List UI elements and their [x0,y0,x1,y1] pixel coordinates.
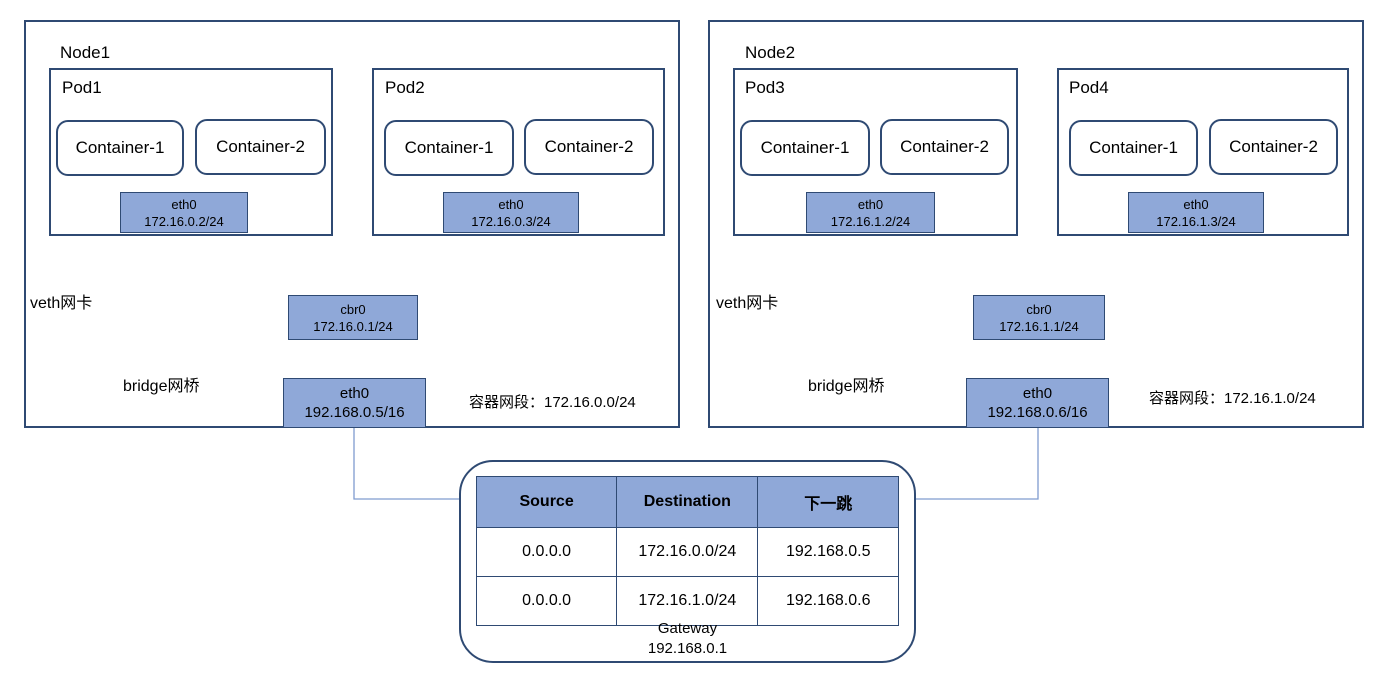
pod2-eth-ip: 172.16.0.3/24 [471,213,551,229]
header-next-hop: 下一跳 [757,476,899,528]
table-row: 0.0.0.0 172.16.1.0/24 192.168.0.6 [475,576,899,626]
table-row: 0.0.0.0 172.16.0.0/24 192.168.0.5 [475,527,899,577]
link-node1-gateway [353,427,461,500]
pod2-title: Pod2 [385,78,425,97]
header-source: Source [475,476,618,528]
pod4-title: Pod4 [1069,78,1109,97]
row2-destination: 172.16.1.0/24 [616,576,759,626]
pod2-eth-name: eth0 [498,196,524,212]
node2-bridge-ip: 172.16.1.1/24 [999,318,1079,334]
pod1-eth-name: eth0 [171,196,197,212]
row1-next-hop: 192.168.0.5 [757,527,899,577]
gateway-ip: 192.168.0.1 [647,640,728,657]
node1-bridge-label: bridge网桥 [123,378,200,395]
node1-subnet-label: 容器网段：172.16.0.0/24 [469,394,636,411]
header-destination: Destination [616,476,759,528]
row1-source: 0.0.0.0 [475,527,618,577]
pod4-container-2[interactable]: Container-2 [1209,119,1338,175]
routing-table: Source Destination 下一跳 0.0.0.0 172.16.0.… [475,476,899,626]
routing-table-header: Source Destination 下一跳 [475,476,899,528]
pod1-veth-eth0[interactable]: eth0 172.16.0.2/24 [120,192,248,233]
pod3-eth-ip: 172.16.1.2/24 [830,213,911,229]
node1-host-eth-ip: 192.168.0.5/16 [304,404,405,421]
pod2-container-1[interactable]: Container-1 [384,120,514,176]
node1-title: Node1 [60,43,111,62]
gateway-title: Gateway [657,620,718,637]
pod2-veth-eth0[interactable]: eth0 172.16.0.3/24 [443,192,579,233]
node2-title: Node2 [745,43,796,62]
node2-subnet-label: 容器网段：172.16.1.0/24 [1149,390,1316,407]
gateway-label: Gateway 192.168.0.1 [459,619,916,659]
pod3-title: Pod3 [745,78,785,97]
node2-bridge-cbr0[interactable]: cbr0 172.16.1.1/24 [973,295,1105,340]
pod4-eth-name: eth0 [1183,196,1209,212]
node1-bridge-cbr0[interactable]: cbr0 172.16.0.1/24 [288,295,418,340]
pod4-eth-ip: 172.16.1.3/24 [1156,213,1236,229]
node1-bridge-name: cbr0 [340,301,366,317]
node2-host-eth-ip: 192.168.0.6/16 [987,404,1088,421]
pod1-container-2[interactable]: Container-2 [195,119,326,175]
node1-host-eth0[interactable]: eth0 192.168.0.5/16 [283,378,426,428]
pod3-container-1[interactable]: Container-1 [740,120,870,176]
row1-destination: 172.16.0.0/24 [616,527,759,577]
node1-bridge-ip: 172.16.0.1/24 [313,318,393,334]
pod1-title: Pod1 [62,78,102,97]
node2-host-eth-name: eth0 [1022,385,1053,402]
pod4-container-1[interactable]: Container-1 [1069,120,1198,176]
pod1-eth-ip: 172.16.0.2/24 [144,213,224,229]
link-node2-gateway [916,427,1039,500]
row2-source: 0.0.0.0 [475,576,618,626]
pod3-veth-eth0[interactable]: eth0 172.16.1.2/24 [806,192,935,233]
pod2-container-2[interactable]: Container-2 [524,119,654,175]
pod1-container-1[interactable]: Container-1 [56,120,184,176]
node2-host-eth0[interactable]: eth0 192.168.0.6/16 [966,378,1109,428]
node1-host-eth-name: eth0 [339,385,370,402]
row2-next-hop: 192.168.0.6 [757,576,899,626]
pod3-eth-name: eth0 [857,196,884,212]
node2-veth-label: veth网卡 [716,295,779,312]
node2-bridge-label: bridge网桥 [808,378,885,395]
node1-veth-label: veth网卡 [30,295,93,312]
node2-bridge-name: cbr0 [1026,301,1052,317]
pod4-veth-eth0[interactable]: eth0 172.16.1.3/24 [1128,192,1264,233]
pod3-container-2[interactable]: Container-2 [880,119,1009,175]
